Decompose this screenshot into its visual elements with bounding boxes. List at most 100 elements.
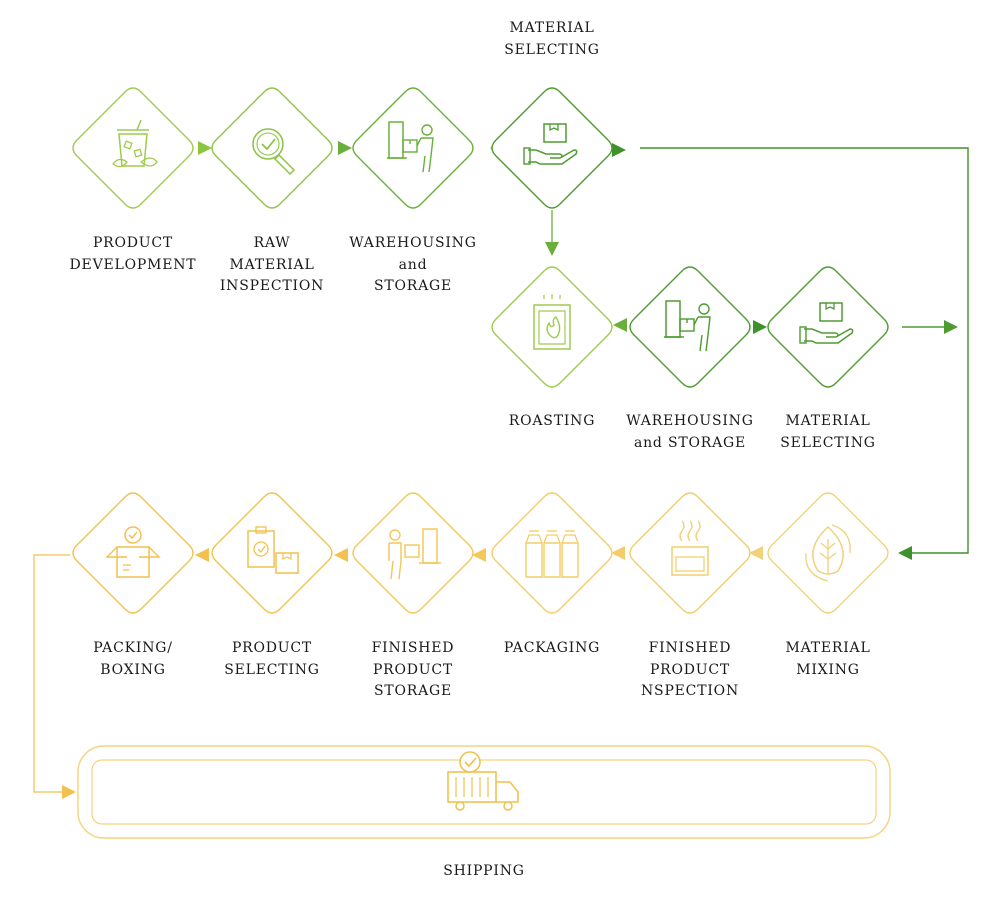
arrow-r1-2 [338,141,352,155]
label-material-mixing-line-2: MIXING [796,661,860,678]
diamond-frame [72,87,194,209]
magnifier-check-icon [252,128,296,176]
arrow-down-1 [545,242,559,256]
label-material-mixing: MATERIAL MIXING [753,638,903,681]
step-row2-1 [491,266,613,388]
diamond-frame [211,87,333,209]
label-material-mixing-line-1: MATERIAL [785,640,871,656]
label-product-development-line-1: PRODUCT [92,235,174,251]
arrow-r2-2 [753,320,767,334]
connector-right-loop [640,147,969,554]
step-row3-5 [629,492,751,614]
label-warehousing-storage-2: WAREHOUSING and STORAGE [615,411,765,454]
label-product-selecting-line-2: SELECTING [224,661,320,678]
delivery-truck-check-icon [447,751,519,811]
label-product-selecting: PRODUCT SELECTING [197,638,347,681]
label-material-selecting-1: MATERIAL SELECTING [477,18,627,61]
label-warehousing-storage-1-line-3: STORAGE [373,278,453,294]
label-material-selecting-2-line-1: MATERIAL [785,413,871,429]
connector-to-shipping [33,554,70,793]
label-warehousing-storage-2-line-1: WAREHOUSING [626,413,754,429]
open-box-check-icon [105,526,161,578]
label-warehousing-storage-1-line-2: and [398,256,428,273]
label-warehousing-storage-1-line-1: WAREHOUSING [349,235,477,251]
diamond-frame [211,492,333,614]
arrow-into-mixing [898,546,912,560]
diamond-frame [629,266,751,388]
connectors [33,141,969,799]
label-roasting-line-1: ROASTING [508,413,596,429]
label-material-selecting-2-line-2: SELECTING [780,434,876,451]
step-row1-3 [352,87,474,209]
label-packaging-line-1: PACKAGING [503,640,601,656]
bags-icon [525,530,579,578]
roaster-flame-icon [533,294,571,350]
clipboard-box-icon [247,526,299,574]
label-raw-material-inspection-line-3: INSPECTION [219,278,325,294]
arrow-r2-1 [613,318,627,332]
diamond-frame [491,87,613,209]
shipping-outer-frame [77,745,891,839]
arrow-r3-5 [749,546,763,560]
label-warehousing-storage-2-line-2: and STORAGE [633,434,747,451]
label-shipping: SHIPPING [409,861,559,883]
label-raw-material-inspection: RAW MATERIAL INSPECTION [197,233,347,298]
label-material-selecting-2: MATERIAL SELECTING [753,411,903,454]
step-row3-3 [352,492,474,614]
label-finished-product-storage: FINISHED PRODUCT STORAGE [338,638,488,703]
label-finished-product-storage-line-2: PRODUCT [372,661,454,678]
step-row1-4 [491,87,613,209]
label-raw-material-inspection-line-2: MATERIAL [229,256,315,273]
label-finished-product-inspection-line-2: PRODUCT [649,661,731,678]
label-finished-product-inspection-line-3: NSPECTION [641,683,739,699]
diamond-frame [491,492,613,614]
shipping-inner-frame [91,759,877,825]
arrow-r3-1 [195,548,209,562]
label-packing-boxing-line-2: BOXING [100,661,166,678]
diamond-frame [767,266,889,388]
step-row1-1 [72,87,194,209]
label-finished-product-storage-line-3: STORAGE [373,683,453,699]
leaf-cycle-icon [805,524,851,582]
diamond-frame [352,87,474,209]
label-roasting: ROASTING [477,411,627,433]
nodes [72,87,891,839]
label-packing-boxing: PACKING/BOXING [58,638,208,681]
steaming-pot-icon [671,520,709,576]
worker-shelf-icon [388,528,441,580]
label-raw-material-inspection-line-1: RAW [253,235,291,251]
label-product-development: PRODUCT DEVELOPMENT [58,233,208,276]
arrow-r1-1 [198,141,212,155]
hand-box-icon [799,302,854,344]
step-row3-6 [767,492,889,614]
step-row2-3 [767,266,889,388]
label-product-selecting-line-1: PRODUCT [231,640,313,656]
label-shipping-line-1: SHIPPING [443,863,525,879]
step-row3-2 [211,492,333,614]
arrow-r1-4 [612,143,626,157]
warehouse-worker-icon [387,121,434,173]
arrow-r3-4 [611,546,625,560]
label-material-selecting-1-line-1: MATERIAL [509,20,595,36]
label-packaging: PACKAGING [477,638,627,660]
arrow-r3-2 [334,548,348,562]
warehouse-worker-icon [664,300,711,352]
step-row3-4 [491,492,613,614]
iced-drink-icon [112,119,158,168]
label-product-development-line-2: DEVELOPMENT [69,256,197,273]
step-row2-2 [629,266,751,388]
arrow-r2-out [944,320,958,334]
arrow-r3-3 [472,548,486,562]
label-material-selecting-1-line-2: SELECTING [504,41,600,58]
step-row1-2 [211,87,333,209]
diamond-frame [72,492,194,614]
label-packing-boxing-line-1: PACKING/ [93,640,173,656]
diamond-frame [629,492,751,614]
step-row3-1 [72,492,194,614]
label-finished-product-inspection-line-1: FINISHED [648,640,732,656]
arrow-into-shipping [62,785,76,799]
label-finished-product-storage-line-1: FINISHED [371,640,455,656]
shipping-block [77,745,891,839]
